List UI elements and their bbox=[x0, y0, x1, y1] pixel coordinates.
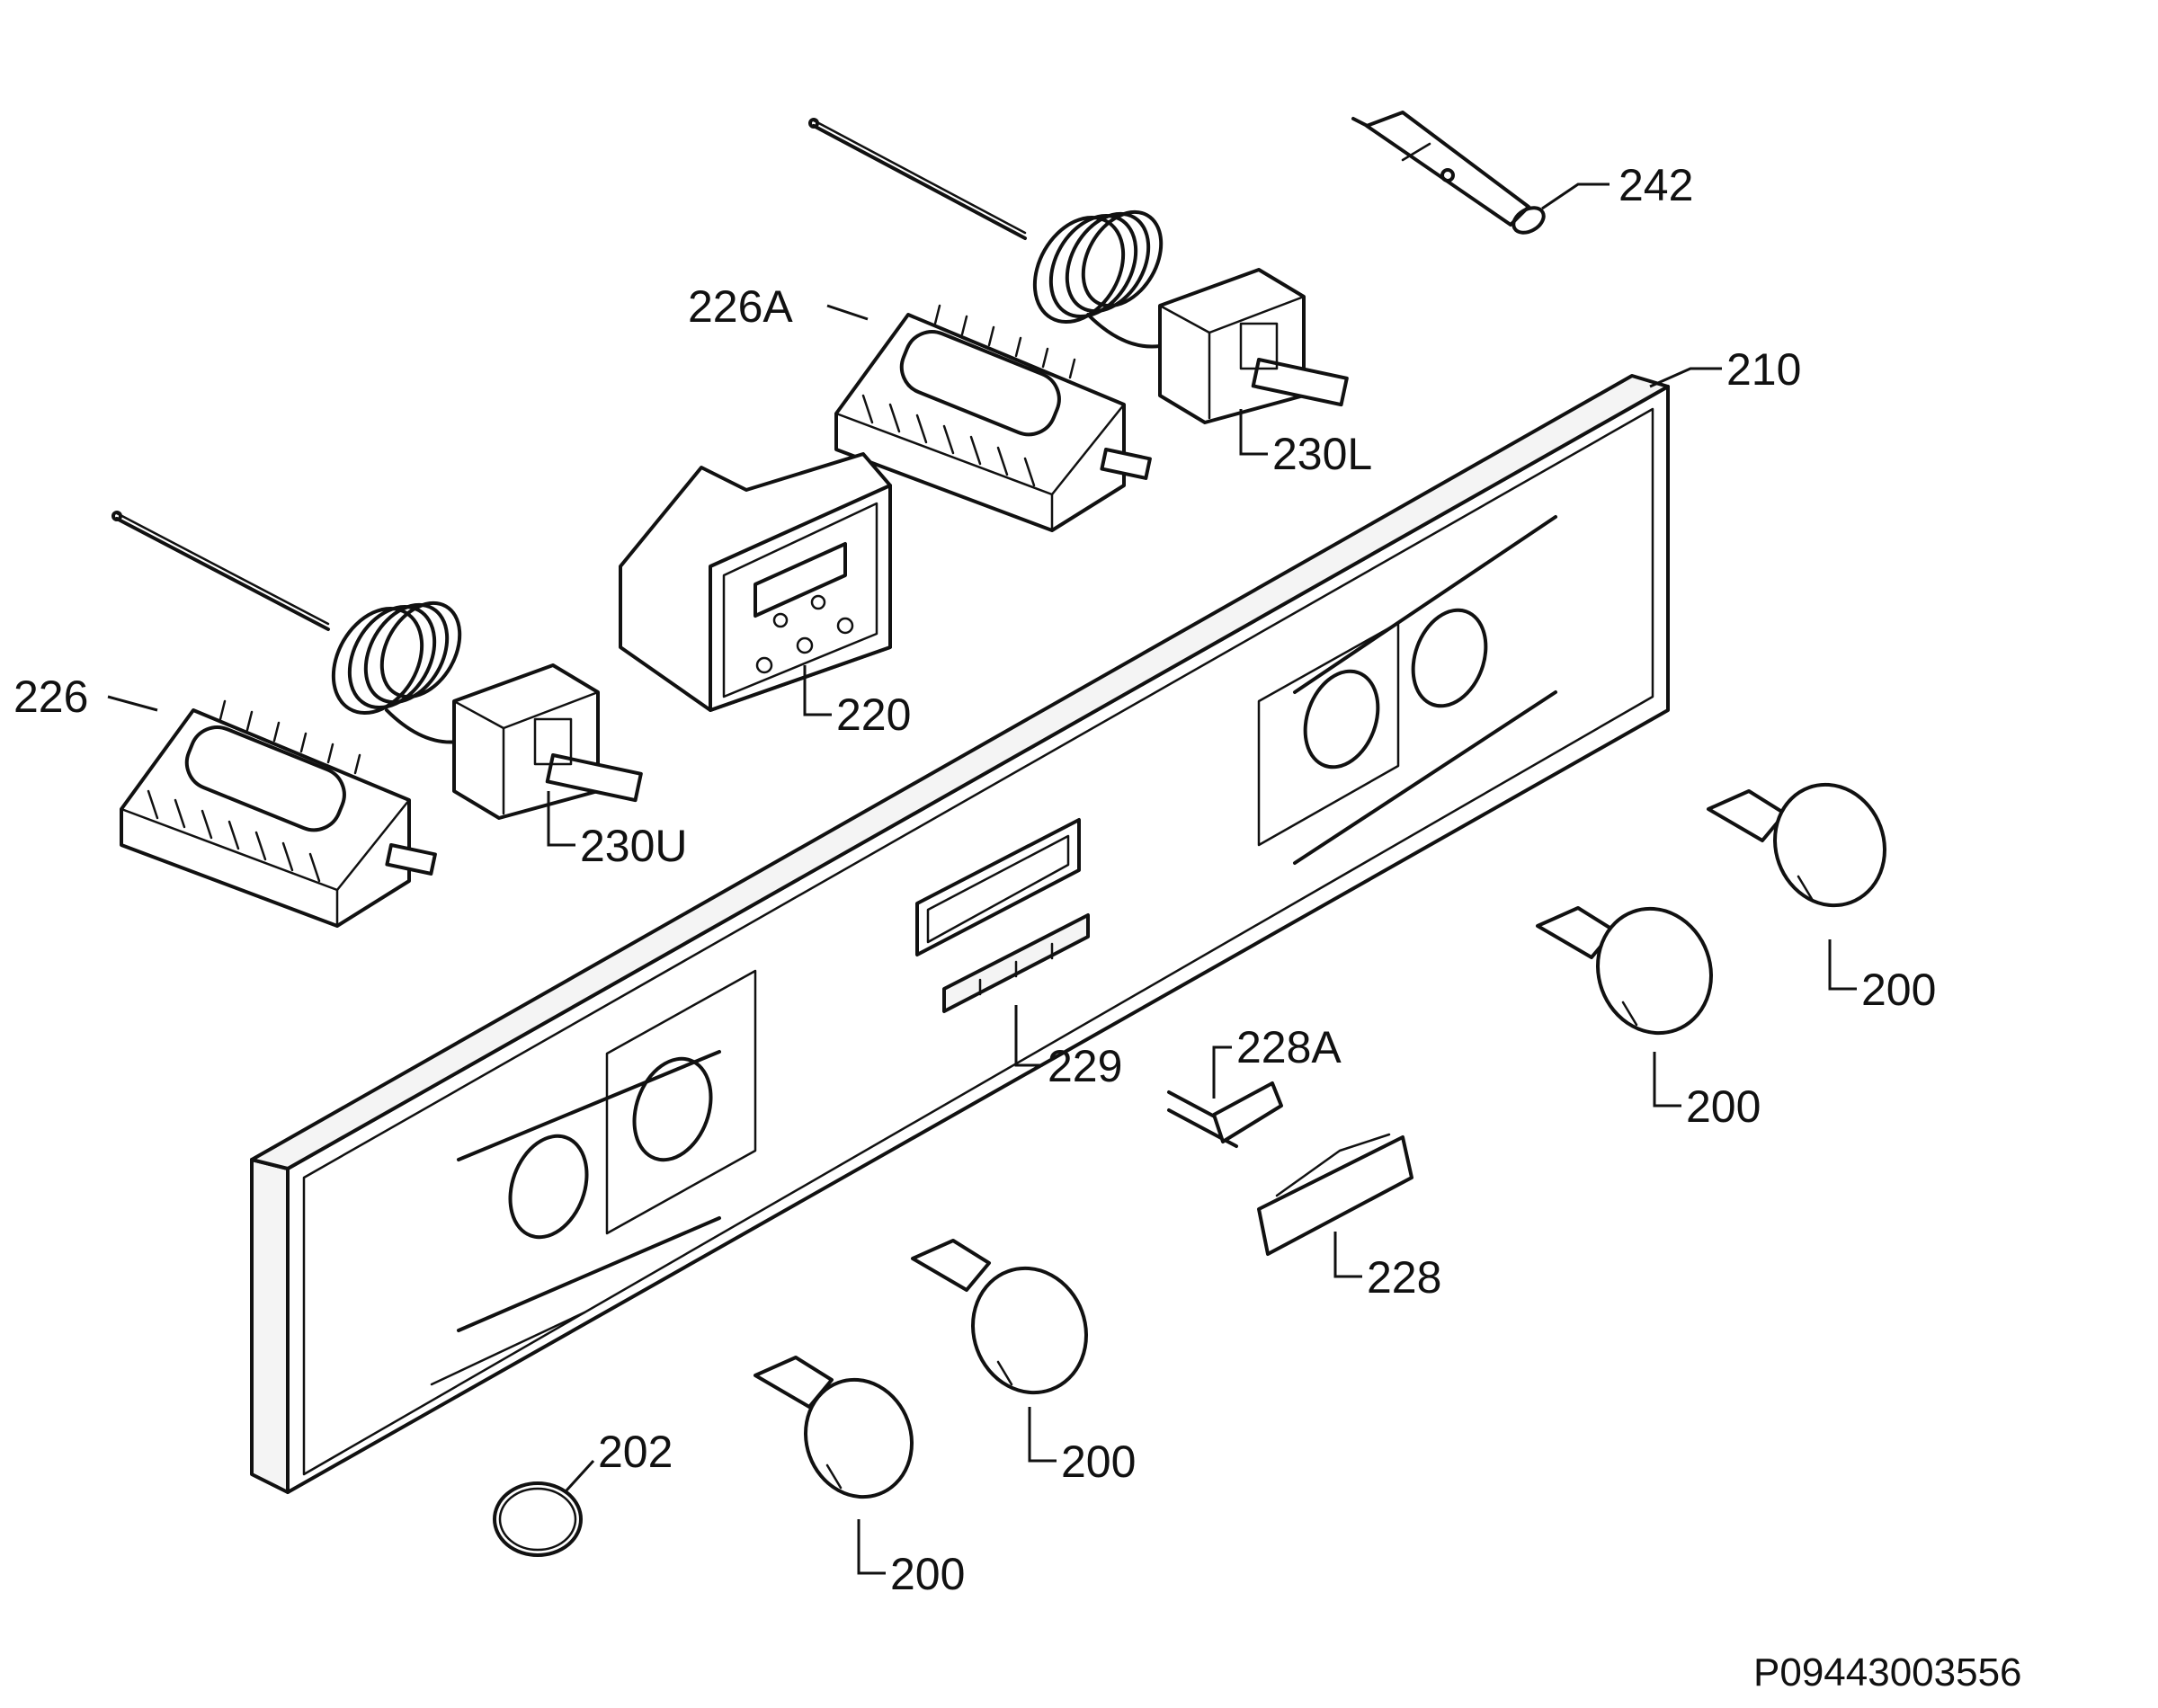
control-panel-fascia bbox=[250, 374, 1670, 1494]
knob-200-middle-right bbox=[1536, 906, 1713, 1036]
leader-lines bbox=[107, 182, 1857, 1575]
callout-229: 229 bbox=[1048, 1041, 1122, 1091]
callout-202: 202 bbox=[598, 1427, 673, 1477]
callout-200-lower-left: 200 bbox=[890, 1549, 965, 1599]
callout-210: 210 bbox=[1726, 344, 1801, 395]
callout-230l: 230L bbox=[1272, 429, 1372, 479]
knob-200-lower-left bbox=[754, 1356, 914, 1499]
callout-200-lower-middle: 200 bbox=[1061, 1437, 1136, 1487]
selector-switch-226 bbox=[120, 699, 437, 928]
electronic-timer-220 bbox=[619, 452, 892, 712]
button-cap-228 bbox=[1257, 1133, 1413, 1256]
thermostat-230u bbox=[111, 511, 643, 820]
knob-200-lower-middle bbox=[911, 1239, 1088, 1395]
callout-220: 220 bbox=[836, 689, 911, 740]
knob-200-upper-right bbox=[1707, 782, 1886, 908]
document-id: P09443003556 bbox=[1753, 1650, 2022, 1695]
callout-228: 228 bbox=[1367, 1252, 1441, 1303]
callout-200-upper-right: 200 bbox=[1861, 965, 1936, 1015]
selector-switch-226a bbox=[834, 304, 1152, 532]
gasket-ring-202 bbox=[493, 1481, 583, 1557]
callout-226: 226 bbox=[13, 672, 88, 722]
callout-228a: 228A bbox=[1236, 1022, 1342, 1072]
thermostat-230l bbox=[808, 118, 1349, 424]
callout-200-middle-right: 200 bbox=[1686, 1081, 1761, 1132]
thermal-fuse-242 bbox=[1351, 111, 1546, 235]
callout-226a: 226A bbox=[688, 281, 793, 332]
callout-242: 242 bbox=[1618, 160, 1693, 210]
callout-230u: 230U bbox=[580, 821, 688, 871]
button-rod-228a bbox=[1167, 1081, 1283, 1148]
